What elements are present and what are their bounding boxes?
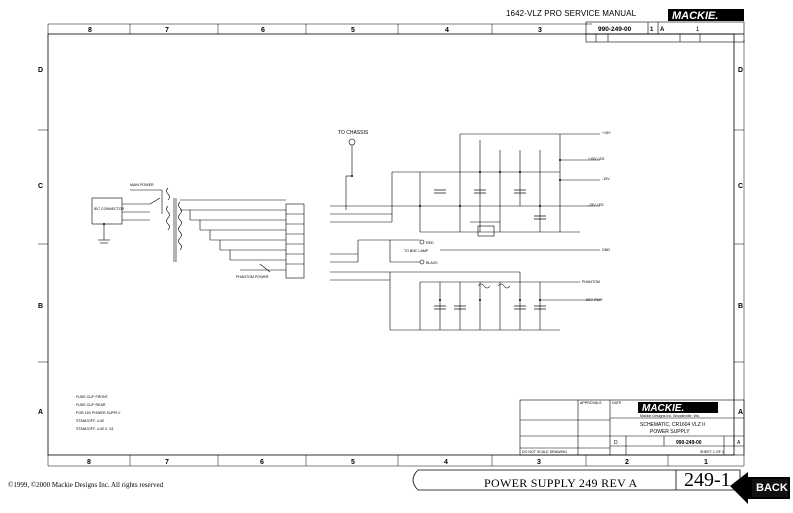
zone-label-right-B: B (738, 303, 743, 310)
zone-label-bottom-6: 6 (260, 459, 264, 466)
title-line1: SCHEMATIC, CR1604 VLZ II (640, 422, 705, 428)
zone-label-bottom-3: 3 (537, 459, 541, 466)
label-phantom-power: PHANTOM POWER (236, 275, 269, 279)
zone-label-top-8: 8 (88, 27, 92, 34)
zone-label-top-6: 6 (261, 27, 265, 34)
back-button[interactable] (728, 470, 790, 503)
schematic-capacitors (434, 189, 546, 310)
header-doc-block (585, 21, 745, 43)
footer-frame (412, 469, 741, 491)
zone-label-bottom-8: 8 (87, 459, 91, 466)
zone-ticks-side (38, 40, 745, 455)
schematic-wiring (91, 133, 600, 331)
title-block-logo: MACKIE. (638, 402, 718, 414)
label-to-chassis: TO CHASSIS (338, 130, 369, 136)
svg-text:MACKIE.: MACKIE. (642, 403, 684, 414)
header-sheet: 1 (696, 27, 700, 33)
drawing-frame (47, 33, 735, 456)
zone-label-bottom-7: 7 (165, 459, 169, 466)
rail-gnd: GND (602, 248, 610, 252)
title-approvals: APPROVALS (580, 401, 602, 405)
svg-text:STANDOFF, 4-40 X .34: STANDOFF, 4-40 X .34 (76, 427, 113, 431)
header-rev-letter: A (660, 27, 665, 33)
zone-label-bottom-2: 2 (625, 459, 629, 466)
zone-label-right-A: A (738, 409, 743, 416)
svg-text:STANDOFF, 4-40: STANDOFF, 4-40 (76, 419, 104, 423)
zone-label-top-3: 3 (538, 27, 542, 34)
title-size: D (614, 440, 618, 446)
title-doc-number: 990-249-00 (676, 440, 702, 446)
manual-title: 1642-VLZ PRO SERVICE MANUAL (506, 9, 637, 18)
header-logo: MACKIE. (668, 9, 744, 22)
zone-label-top-7: 7 (165, 27, 169, 34)
svg-text:MACKIE.: MACKIE. (672, 10, 718, 22)
zone-label-left-A: A (38, 409, 43, 416)
back-button-shape[interactable] (730, 472, 790, 504)
label-iec-connector: IEC CONNECTOR (94, 207, 124, 211)
label-to-bnc-lamp: TO BNC LAMP (404, 249, 429, 253)
header-rev: 1 (650, 27, 654, 33)
footer-page-number: 249-1 (684, 469, 731, 491)
zone-label-bottom-1: 1 (704, 459, 708, 466)
zone-label-left-C: C (38, 183, 43, 190)
rail-plus-15v: +15V (602, 131, 611, 135)
label-red-wire: RED (426, 241, 434, 245)
zone-strip-bottom (47, 455, 745, 467)
svg-text:FOR 15V POWER SUPPLY: FOR 15V POWER SUPPLY (76, 411, 121, 415)
zone-label-top-5: 5 (351, 27, 355, 34)
copyright: ©1999, ©2000 Mackie Designs Inc. All rig… (8, 481, 164, 489)
rail-phantom: PHANTOM (582, 280, 600, 284)
zone-label-right-C: C (738, 183, 743, 190)
label-black-wire: BLACK (426, 261, 438, 265)
rail-minus-15v-led: -15V LED (588, 203, 604, 207)
zone-label-left-B: B (38, 303, 43, 310)
header-doc-number: 990-249-00 (598, 26, 632, 33)
zone-label-bottom-4: 4 (444, 459, 448, 466)
svg-text:FUSE CLIP FRONT: FUSE CLIP FRONT (76, 395, 109, 399)
title-line2: POWER SUPPLY (650, 429, 690, 435)
zone-strip-top (47, 23, 592, 34)
svg-text:FUSE CLIP REAR: FUSE CLIP REAR (76, 403, 106, 407)
zone-label-right-D: D (738, 67, 743, 74)
label-main-power: MAIN POWER (130, 183, 154, 187)
title-block (519, 399, 745, 456)
notes-list: FUSE CLIP FRONT FUSE CLIP REAR FOR 15V P… (76, 395, 121, 431)
schematic-components (103, 159, 561, 301)
zone-label-top-4: 4 (445, 27, 449, 34)
zone-label-left-D: D (38, 67, 43, 74)
title-sheet: SHEET 1 OF 1 (700, 450, 724, 454)
title-do-not-scale: DO NOT SCALE DRAWING (522, 450, 567, 454)
zone-label-bottom-5: 5 (351, 459, 355, 466)
rail-key-pwr: KEY PWR (586, 298, 603, 302)
title-rev: A (737, 440, 741, 446)
rail-plus-15v-led: +15V LED (588, 157, 605, 161)
title-company: Mackie Designs Inc. Woodinville, Wa. (640, 414, 700, 418)
footer-page-title: POWER SUPPLY 249 REV A (484, 476, 638, 490)
title-date: DATE (612, 401, 622, 405)
rail-minus-15v: -15V (602, 177, 610, 181)
